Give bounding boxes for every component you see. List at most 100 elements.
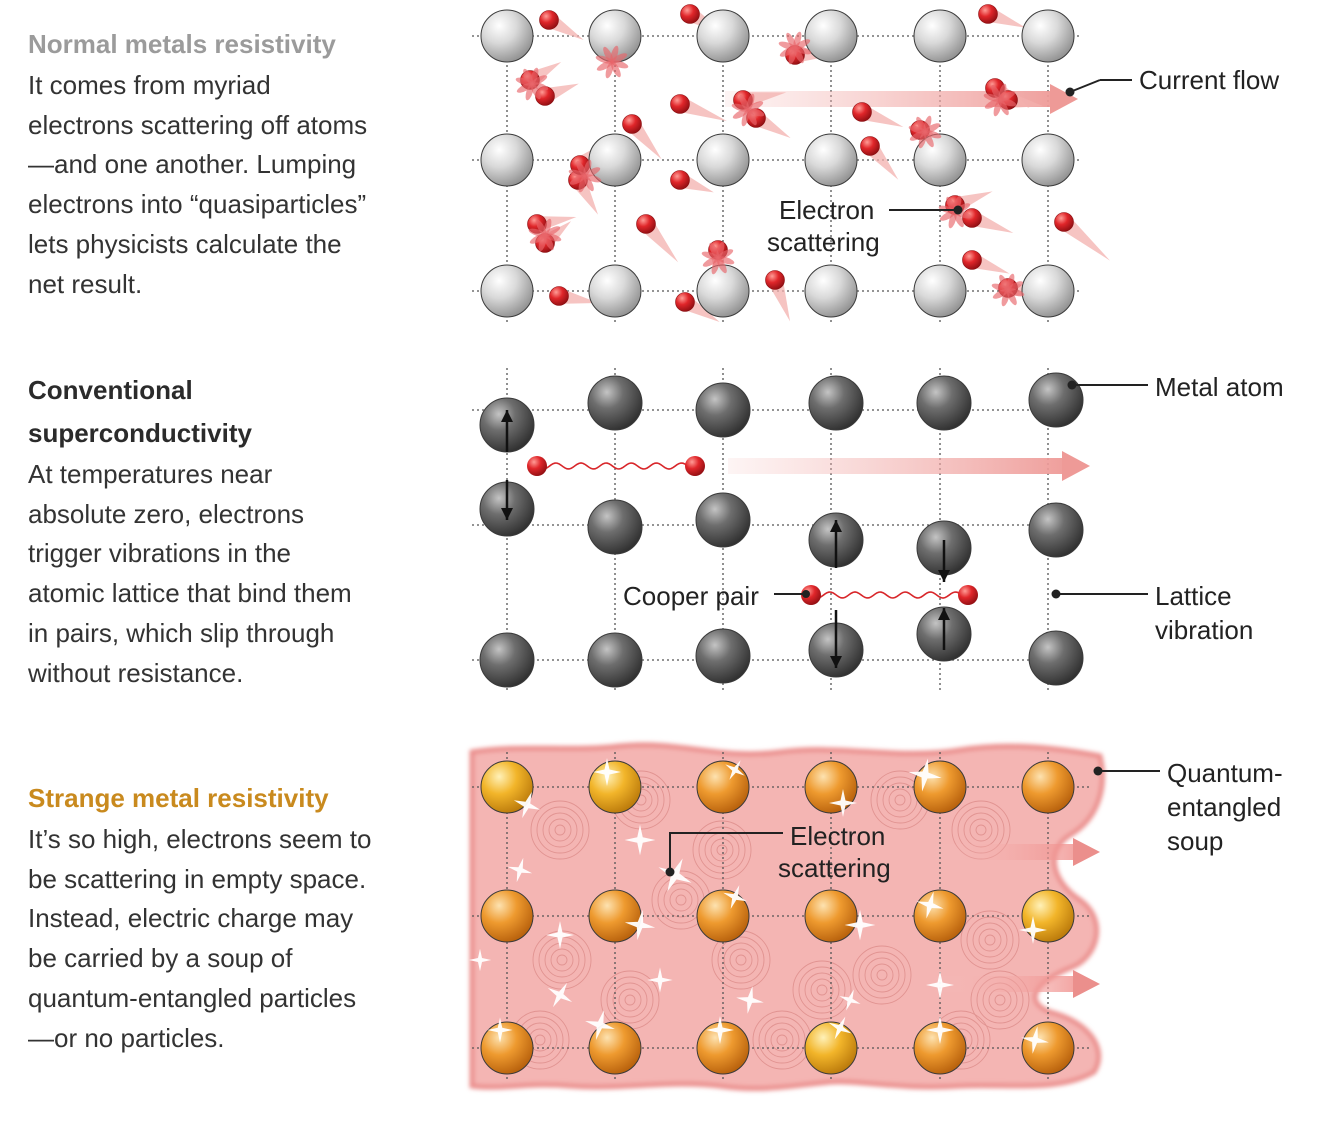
swirl-ring — [792, 960, 852, 1020]
spark-star — [546, 921, 574, 949]
panel3-flow-arrows — [930, 838, 1100, 998]
vibration-arrow-head — [830, 656, 842, 668]
vibration-arrow-head — [830, 520, 842, 532]
electron — [527, 456, 547, 476]
electron — [765, 270, 785, 290]
text-line: net result. — [28, 268, 143, 299]
panel3-soup — [469, 742, 1105, 1092]
scatter-burst-petal — [701, 251, 720, 260]
spark — [926, 971, 954, 999]
swirl-ring — [876, 969, 888, 981]
spark — [546, 921, 574, 949]
swirl-ring — [798, 966, 846, 1014]
scatter-burst-petal — [1006, 273, 1015, 292]
swirl-ring — [970, 970, 1030, 1030]
scatter-burst-petal — [991, 283, 1010, 292]
spark-star — [829, 789, 857, 817]
spark-star — [725, 760, 745, 780]
metal-atom-dark — [587, 499, 643, 555]
spark-star — [624, 909, 656, 941]
label-electron-scattering-2-line2: scattering — [778, 853, 891, 883]
spark — [908, 758, 942, 792]
spark — [723, 885, 747, 909]
electron-scattering-callout-2: Electron scattering — [665, 821, 891, 883]
cooper-pair-callout: Cooper pair — [623, 581, 810, 611]
swirl-ring — [776, 1034, 788, 1046]
text-line: Instead, electric charge may — [28, 903, 354, 934]
swirl-ring — [758, 1016, 806, 1064]
metal-atom-light — [913, 9, 967, 63]
swirl-ring — [692, 820, 752, 880]
spark — [926, 1016, 954, 1044]
swirl-ring — [894, 794, 906, 806]
swirl-ring — [624, 994, 636, 1006]
spark — [624, 909, 656, 941]
swirl-ring — [612, 982, 648, 1018]
metal-atom-dark — [808, 375, 864, 431]
metal-atom-light — [696, 133, 750, 187]
swirl-ring — [810, 978, 834, 1002]
metal-atom-light — [480, 264, 534, 318]
metal-atom-orange — [1021, 760, 1075, 814]
panel-body-conventional: At temperatures near absolute zero, elec… — [28, 455, 428, 693]
electron — [852, 102, 872, 122]
text-line: It comes from myriad — [28, 70, 271, 100]
spark-star — [1019, 916, 1047, 944]
label-metal-atom: Metal atom — [1155, 372, 1284, 402]
scatter-burst-petal — [543, 226, 561, 237]
spark — [647, 967, 673, 993]
metal-atom-light — [696, 9, 750, 63]
metal-atom-orange — [1021, 889, 1075, 943]
spark — [916, 891, 944, 919]
spark-star — [624, 824, 656, 856]
swirl-ring — [534, 1034, 546, 1046]
metal-atom-light — [913, 133, 967, 187]
swirl-ring — [735, 954, 747, 966]
lattice-vibration-callout: Lattice vibration — [1051, 581, 1253, 645]
panel-strange-metal-text: Strange metal resistivity It’s so high, … — [28, 777, 428, 1058]
scatter-burst-petal — [530, 67, 539, 86]
metal-atom-orange — [588, 1021, 642, 1075]
panel3-grid — [472, 752, 1090, 1080]
scatter-burst-petal — [746, 101, 764, 112]
scatter-burst-petal — [515, 77, 534, 86]
label-electron-scattering-2-line1: Electron — [790, 821, 885, 851]
metal-atom-orange — [480, 889, 534, 943]
spark-star — [828, 1016, 852, 1040]
spark-star — [736, 986, 764, 1014]
electron — [962, 250, 982, 270]
spark-star — [916, 891, 944, 919]
panel3-swirls — [510, 770, 1030, 1070]
scatter-burst-petal — [948, 210, 957, 229]
spark-star — [1021, 1026, 1049, 1054]
electron — [670, 170, 690, 190]
text-line: absolute zero, electrons — [28, 498, 305, 529]
spark-star — [658, 858, 692, 892]
scatter-burst-petal — [716, 241, 725, 260]
metal-atom-light — [1021, 9, 1075, 63]
text-line: atomic lattice that bind them — [28, 578, 352, 609]
label-cooper-pair: Cooper pair — [623, 581, 759, 611]
spark-star — [926, 971, 954, 999]
spark-star — [706, 1016, 734, 1044]
swirl-ring — [770, 1028, 794, 1052]
title-line: superconductivity — [28, 418, 252, 448]
swirl-ring — [530, 800, 590, 860]
metal-atom-dark — [1028, 502, 1084, 558]
scatter-burst-petal — [583, 159, 592, 178]
scatter-burst-petal — [711, 256, 720, 275]
spark-star — [513, 791, 541, 819]
vibration-arrow-head — [501, 410, 513, 422]
vibration-arrow-head — [501, 508, 513, 520]
spark — [725, 760, 745, 780]
panel-title-normal-metals: Normal metals resistivity — [28, 29, 336, 59]
spark-star — [839, 989, 861, 1011]
swirl-ring — [698, 826, 746, 874]
electron — [958, 585, 978, 605]
electron — [680, 4, 700, 24]
swirl-ring — [542, 812, 578, 848]
metal-atom-orange — [913, 760, 967, 814]
spark-star — [723, 885, 747, 909]
text-line: electrons into “quasiparticles” — [28, 189, 367, 220]
swirl-ring — [710, 838, 734, 862]
